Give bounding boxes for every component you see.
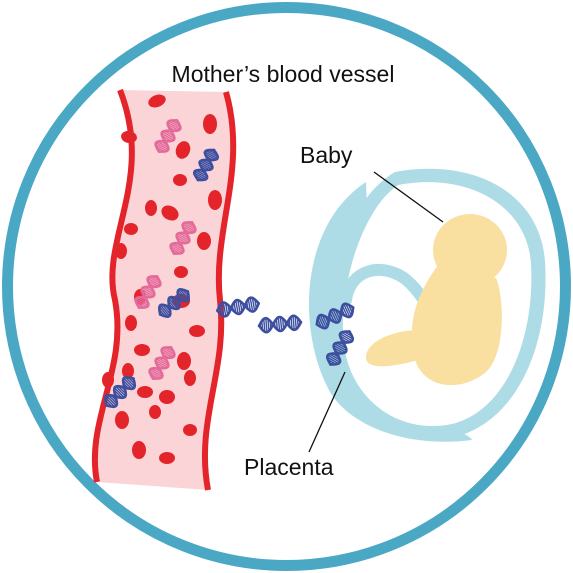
red-blood-cell-icon [149, 405, 161, 419]
fetal-dna-icon [157, 288, 191, 318]
mother-blood-vessel [91, 88, 237, 491]
baby-arm [438, 300, 462, 325]
fetal-dna-icon [315, 302, 355, 330]
fetal-dna-icon [257, 314, 303, 334]
baby-leg [365, 330, 420, 367]
maternal-dna-icon [154, 119, 182, 153]
red-blood-cell-icon [189, 325, 205, 337]
red-blood-cell-icon [208, 190, 222, 210]
red-blood-cell-icon [137, 386, 153, 398]
placenta-dna-strands [315, 302, 355, 366]
placenta-label: Placenta [244, 454, 334, 480]
red-blood-cell-icon [124, 223, 138, 235]
blood-cells [102, 94, 222, 464]
red-blood-cell-icon [161, 205, 179, 221]
red-blood-cell-icon [177, 352, 191, 370]
red-blood-cell-icon [121, 130, 137, 144]
red-blood-cell-icon [102, 372, 114, 388]
fetal-dna-icon [216, 296, 260, 318]
red-blood-cell-icon [183, 424, 197, 436]
red-blood-cell-icon [125, 315, 137, 331]
red-blood-cell-icon [148, 94, 166, 108]
maternal-dna-icon [134, 275, 162, 309]
red-blood-cell-icon [159, 452, 175, 464]
red-blood-cell-icon [159, 390, 175, 404]
baby-leader-line [373, 171, 444, 223]
baby-label: Baby [300, 142, 353, 168]
vessel-wall-left [91, 88, 135, 483]
baby [365, 214, 507, 386]
red-blood-cell-icon [122, 363, 134, 379]
red-blood-cell-icon [132, 441, 146, 459]
red-blood-cell-icon [134, 344, 150, 356]
vessel-label: Mother’s blood vessel [172, 61, 395, 87]
maternal-dna-icon [169, 221, 197, 255]
fetal-dna-icon [103, 375, 137, 409]
red-blood-cell-icon [115, 411, 129, 429]
placenta-leader-line [308, 371, 346, 453]
fetal-dna-icon [325, 330, 355, 366]
red-blood-cell-icon [115, 243, 127, 259]
maternal-dna-icon [148, 346, 176, 380]
red-blood-cell-icon [175, 141, 191, 159]
vessel-wall-right [202, 91, 237, 491]
red-blood-cell-icon [145, 200, 157, 216]
red-blood-cell-icon [197, 232, 211, 250]
red-blood-cell-icon [184, 370, 196, 386]
vessel-dna-strands [103, 119, 220, 409]
baby-body [411, 265, 502, 386]
red-blood-cell-icon [173, 174, 187, 186]
fetal-dna-icon [192, 148, 220, 182]
red-blood-cell-icon [203, 114, 217, 134]
baby-head [433, 214, 507, 286]
red-blood-cell-icon [174, 266, 188, 278]
womb [308, 168, 546, 442]
crossing-dna-strands [216, 296, 303, 334]
